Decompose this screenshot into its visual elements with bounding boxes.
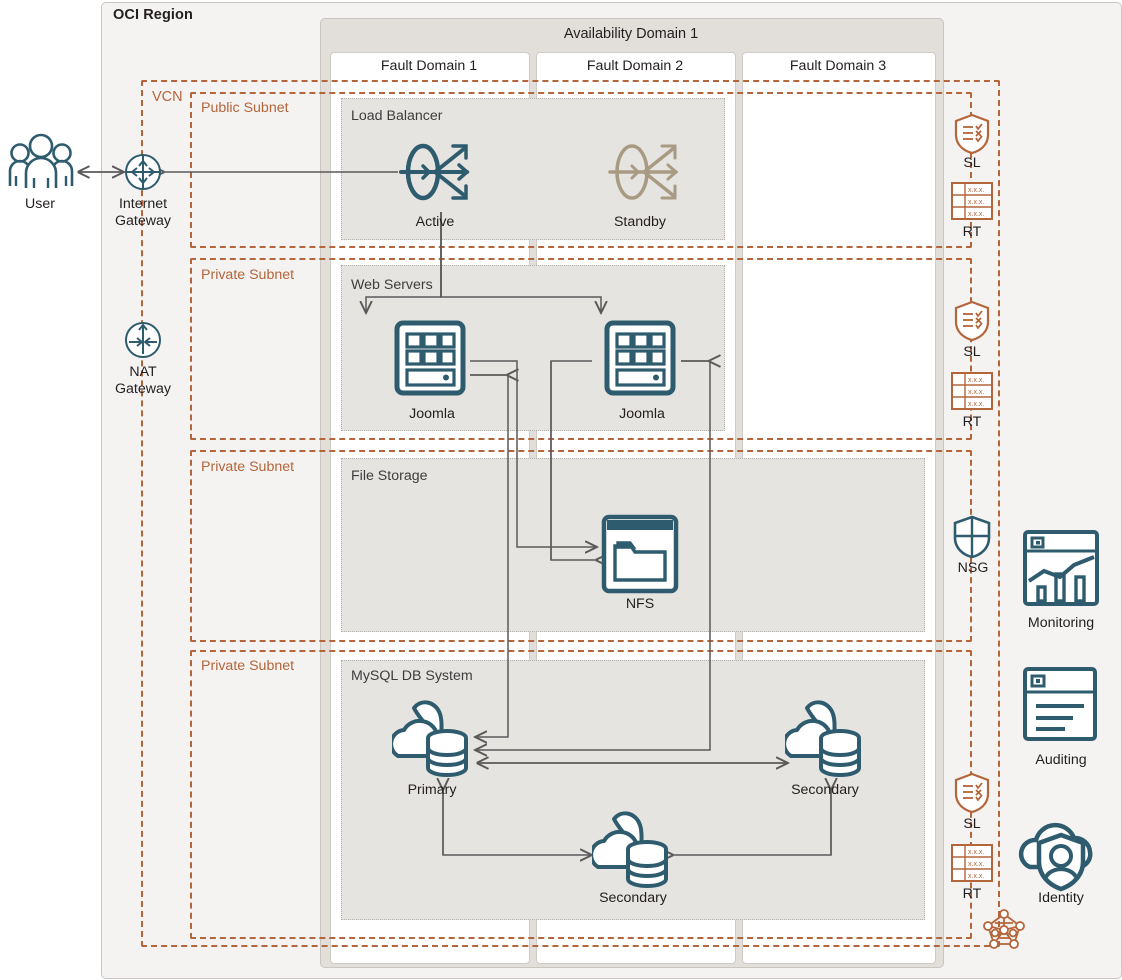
- file-storage-nfs-label: NFS: [625, 596, 655, 612]
- mysql-secondary-2-icon: [589, 805, 676, 896]
- load-balancer-standby-icon: [604, 130, 686, 217]
- internet-gateway-label-line2: Gateway: [115, 213, 171, 229]
- public-subnet-boundary: [190, 92, 972, 248]
- internet-gateway-label-line1: Internet: [118, 196, 168, 212]
- svg-text:x.x.x.: x.x.x.: [968, 199, 984, 206]
- internet-gateway-label: Internet Gateway: [100, 196, 186, 230]
- private-subnet-1-boundary: [190, 258, 972, 440]
- nat-gateway-label-line1: NAT: [129, 364, 157, 380]
- private-subnet-2-boundary: [190, 450, 972, 642]
- svg-text:x.x.x.: x.x.x.: [968, 377, 984, 384]
- mysql-primary-icon: [389, 694, 476, 785]
- public-subnet-label: Public Subnet: [201, 100, 289, 116]
- web-server-2-label: Joomla: [619, 406, 665, 422]
- load-balancer-active-icon: [395, 130, 477, 217]
- private-subnet-3-label: Private Subnet: [201, 658, 295, 674]
- auditing-label: Auditing: [1035, 752, 1087, 768]
- fault-domain-1-title: Fault Domain 1: [380, 58, 478, 74]
- security-list-shield-icon-3: [953, 772, 991, 819]
- identity-icon: [1018, 815, 1104, 900]
- mysql-db-system-group-label: MySQL DB System: [351, 668, 473, 684]
- file-storage-group-label: File Storage: [351, 468, 428, 484]
- mysql-secondary-2-label: Secondary: [599, 890, 667, 906]
- network-security-group-icon: [952, 515, 992, 564]
- route-table-icon-2: x.x.x. x.x.x. x.x.x.: [950, 371, 994, 418]
- internet-gateway-icon: [123, 152, 163, 197]
- private-subnet-2-label: Private Subnet: [201, 459, 295, 475]
- nat-gateway-label-line2: Gateway: [115, 381, 171, 397]
- security-list-label-1: SL: [963, 155, 981, 171]
- load-balancer-standby-label: Standby: [613, 214, 667, 230]
- load-balancer-active-label: Active: [415, 214, 455, 230]
- mysql-secondary-1-icon: [782, 694, 869, 785]
- svg-text:x.x.x.: x.x.x.: [968, 861, 984, 868]
- route-table-label-1: RT: [962, 224, 982, 240]
- identity-label: Identity: [1038, 890, 1084, 906]
- nat-gateway-icon: [123, 320, 163, 365]
- user-label: User: [25, 196, 55, 212]
- svg-text:x.x.x.: x.x.x.: [968, 849, 984, 856]
- monitoring-label: Monitoring: [1027, 615, 1095, 631]
- vcn-mesh-icon: [982, 906, 1026, 957]
- oci-region-label: OCI Region: [113, 7, 193, 23]
- private-subnet-1-label: Private Subnet: [201, 267, 295, 283]
- monitoring-icon: [1022, 529, 1100, 612]
- svg-text:x.x.x.: x.x.x.: [968, 873, 984, 880]
- availability-domain-title: Availability Domain 1: [563, 26, 699, 42]
- mysql-primary-label: Primary: [407, 782, 457, 798]
- fault-domain-2-title: Fault Domain 2: [586, 58, 684, 74]
- load-balancer-group-label: Load Balancer: [351, 108, 443, 124]
- fault-domain-3-title: Fault Domain 3: [789, 58, 887, 74]
- route-table-icon: x.x.x. x.x.x. x.x.x.: [950, 181, 994, 228]
- mysql-secondary-1-label: Secondary: [791, 782, 859, 798]
- auditing-icon: [1022, 666, 1100, 749]
- vcn-label: VCN: [152, 89, 183, 105]
- web-server-2-icon: [604, 320, 676, 403]
- svg-text:x.x.x.: x.x.x.: [968, 401, 984, 408]
- file-storage-nfs-icon: [601, 514, 679, 599]
- route-table-label-2: RT: [962, 414, 982, 430]
- network-security-group-label: NSG: [957, 560, 989, 576]
- security-list-label-2: SL: [963, 344, 981, 360]
- web-server-1-icon: [394, 320, 466, 403]
- route-table-label-3: RT: [962, 886, 982, 902]
- route-table-icon-3: x.x.x. x.x.x. x.x.x.: [950, 843, 994, 890]
- web-server-1-label: Joomla: [409, 406, 455, 422]
- nat-gateway-label: NAT Gateway: [100, 364, 186, 398]
- svg-text:x.x.x.: x.x.x.: [968, 389, 984, 396]
- vcn-boundary: [141, 80, 1000, 947]
- svg-text:x.x.x.: x.x.x.: [968, 187, 984, 194]
- user-icon: [8, 130, 74, 197]
- security-list-shield-icon-2: [953, 300, 991, 347]
- svg-text:x.x.x.: x.x.x.: [968, 211, 984, 218]
- security-list-label-3: SL: [963, 816, 981, 832]
- security-list-shield-icon: [953, 113, 991, 160]
